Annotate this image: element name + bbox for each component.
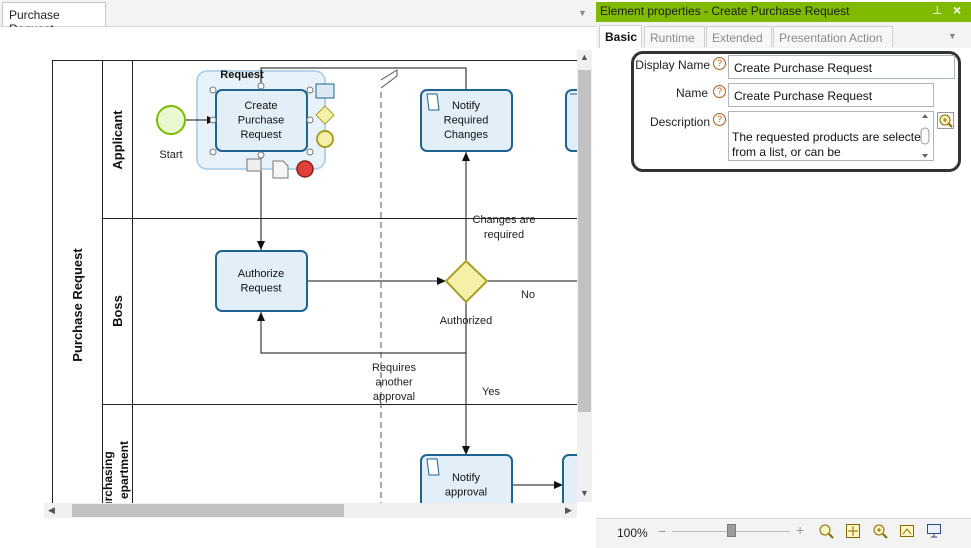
fields-highlight-frame — [631, 51, 961, 172]
add-gateway-icon[interactable] — [315, 105, 335, 125]
script-icon — [426, 458, 440, 476]
vertical-scroll-thumb[interactable] — [578, 70, 591, 412]
zoom-in-icon[interactable]: + — [796, 522, 805, 538]
quick-add-palette[interactable] — [246, 83, 335, 179]
start-event[interactable] — [156, 105, 186, 135]
description-scrollbar[interactable] — [918, 112, 932, 160]
expand-description-icon[interactable] — [937, 112, 954, 129]
dashed-milestone-line — [380, 69, 398, 503]
scroll-up-icon[interactable]: ▲ — [580, 52, 589, 62]
zoom-icon[interactable] — [872, 523, 888, 539]
horizontal-scroll-thumb[interactable] — [72, 504, 344, 517]
add-task-icon[interactable] — [315, 83, 335, 99]
scroll-right-icon[interactable]: ▶ — [565, 505, 572, 515]
flow-label-yes: Yes — [482, 386, 500, 398]
presentation-icon[interactable] — [926, 523, 942, 539]
selection-handles[interactable] — [209, 82, 314, 159]
properties-header — [596, 2, 971, 22]
lane-label-boss: Boss — [110, 295, 125, 327]
add-end-event-icon[interactable] — [296, 160, 314, 178]
start-label: Start — [159, 149, 182, 161]
display-name-label: Display Name — [635, 58, 710, 72]
properties-title: Element properties - Create Purchase Req… — [600, 4, 850, 18]
zoom-to-fit-icon[interactable] — [818, 523, 834, 539]
zoom-level: 100% — [617, 526, 648, 540]
add-data-object-icon[interactable] — [272, 160, 289, 179]
scroll-down-icon[interactable]: ▼ — [580, 488, 589, 498]
close-icon[interactable]: × — [953, 2, 962, 18]
help-icon[interactable]: ? — [713, 85, 726, 98]
diagram-canvas[interactable]: Purchase Request Applicant Boss urchasin… — [0, 27, 577, 503]
overview-icon[interactable] — [899, 523, 915, 539]
display-name-input[interactable]: Create Purchase Request — [728, 55, 955, 79]
add-intermediate-event-icon[interactable] — [316, 130, 334, 148]
help-icon[interactable]: ? — [713, 57, 726, 70]
gateway-authorized[interactable] — [444, 259, 489, 304]
description-textarea[interactable]: The requested products are selected from… — [728, 111, 934, 161]
help-icon[interactable]: ? — [713, 113, 726, 126]
name-label: Name — [675, 86, 708, 100]
tab-purchase-request[interactable]: Purchase Request — [2, 2, 106, 36]
zoom-slider-thumb[interactable] — [727, 524, 736, 537]
scroll-left-icon[interactable]: ◀ — [48, 505, 55, 515]
script-icon — [426, 93, 440, 111]
task-offscreen-bottom[interactable] — [562, 454, 577, 503]
tab-basic[interactable]: Basic — [599, 25, 642, 48]
pool[interactable] — [52, 60, 578, 503]
tab-extended[interactable]: Extended — [706, 26, 772, 47]
fit-page-icon[interactable] — [845, 523, 861, 539]
tab-presentation-action[interactable]: Presentation Action — [773, 26, 893, 47]
pool-label: Purchase Request — [70, 248, 85, 362]
task-offscreen-top[interactable] — [565, 89, 577, 152]
description-label: Description — [649, 115, 710, 129]
tab-runtime[interactable]: Runtime — [644, 26, 705, 47]
name-input[interactable]: Create Purchase Request — [728, 83, 934, 107]
lane-label-applicant: Applicant — [110, 110, 125, 170]
document-tabs-dropdown-icon[interactable]: ▼ — [578, 8, 587, 18]
group-label-request: Request — [220, 69, 264, 81]
add-annotation-icon[interactable] — [246, 158, 262, 172]
properties-tabs-dropdown-icon[interactable]: ▼ — [948, 31, 957, 41]
flow-label-no: No — [521, 289, 535, 301]
zoom-out-icon[interactable]: − — [658, 523, 667, 539]
gateway-label: Authorized — [440, 315, 493, 327]
lane-label-purchasing-line2: epartment — [117, 441, 131, 499]
lane-label-purchasing-line1: urchasing — [101, 451, 115, 503]
pin-icon[interactable]: ⊥ — [932, 3, 943, 17]
